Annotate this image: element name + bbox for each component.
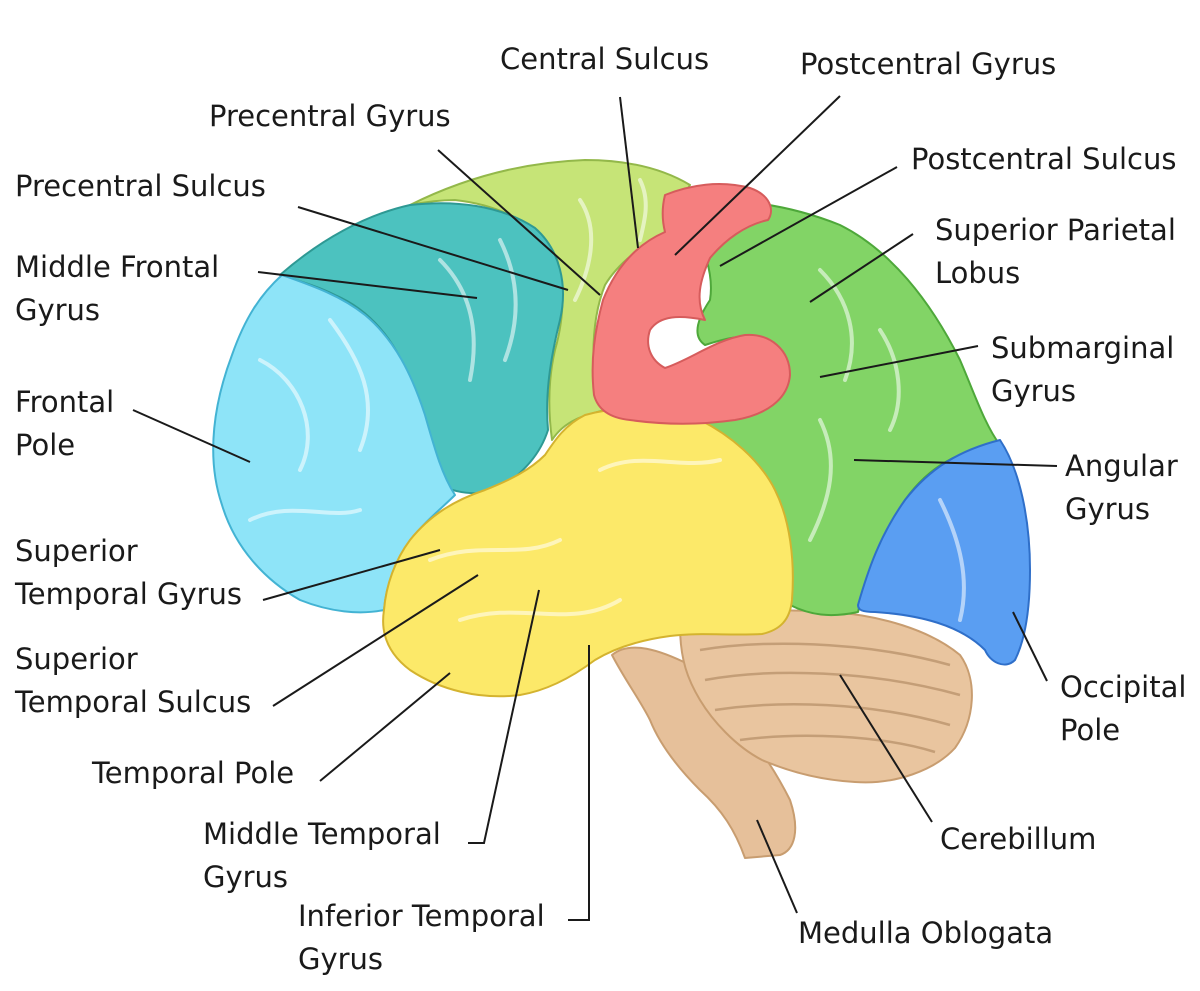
leader-central-sulcus	[619, 96, 639, 249]
label-superior-parietal-lobus: Superior Parietal Lobus	[935, 213, 1176, 290]
label-postcentral-sulcus: Postcentral Sulcus	[911, 142, 1177, 176]
label-angular-gyrus: Angular Gyrus	[1065, 449, 1178, 526]
label-central-sulcus: Central Sulcus	[500, 42, 710, 76]
leader-submarginal	[819, 345, 979, 378]
leader-precentral-gyrus	[437, 149, 601, 296]
leader-postcentral-sulcus	[719, 166, 898, 267]
postcentral-region	[591, 183, 791, 425]
label-postcentral-gyrus: Postcentral Gyrus	[800, 47, 1057, 81]
occipital-region	[857, 439, 1031, 666]
leader-frontal-pole	[132, 409, 251, 463]
label-superior-temporal-sulcus: Superior Temporal Sulcus	[15, 642, 252, 719]
label-middle-temporal-gyrus: Middle Temporal Gyrus	[203, 817, 441, 894]
leader-middle-temporal	[468, 589, 540, 844]
leader-superior-temporal-gyrus	[262, 549, 441, 601]
leader-lines	[132, 95, 1058, 921]
label-cerebellum: Cerebillum	[940, 822, 1097, 856]
leader-superior-parietal	[809, 233, 914, 303]
label-precentral-sulcus: Precentral Sulcus	[15, 169, 266, 203]
parietal-region	[684, 200, 1001, 617]
leader-angular	[853, 459, 1058, 467]
leader-occipital-pole	[1012, 611, 1048, 682]
leader-precentral-sulcus	[297, 206, 569, 291]
label-occipital-pole: Occipital Pole	[1060, 670, 1187, 747]
leader-postcentral-gyrus	[674, 95, 841, 256]
leader-superior-temporal-sulcus	[272, 574, 479, 707]
label-precentral-gyrus: Precentral Gyrus	[209, 99, 451, 133]
temporal-region	[382, 408, 794, 698]
leader-middle-frontal	[257, 271, 478, 299]
label-temporal-pole: Temporal Pole	[92, 756, 295, 790]
leader-medulla	[756, 819, 798, 914]
leader-temporal-pole	[319, 672, 451, 782]
label-submarginal-gyrus: Submarginal Gyrus	[991, 331, 1175, 408]
label-frontal-pole: Frontal Pole	[15, 385, 115, 462]
leader-inferior-temporal	[568, 645, 590, 921]
label-middle-frontal-gyrus: Middle Frontal Gyrus	[15, 250, 220, 327]
cerebellum-folia	[699, 642, 961, 754]
leader-cerebellum	[839, 674, 933, 823]
label-superior-temporal-gyrus: Superior Temporal Gyrus	[15, 534, 243, 611]
label-inferior-temporal-gyrus: Inferior Temporal Gyrus	[298, 899, 545, 976]
label-medulla-oblongata: Medulla Oblogata	[798, 916, 1054, 950]
fold-highlights	[248, 178, 966, 622]
